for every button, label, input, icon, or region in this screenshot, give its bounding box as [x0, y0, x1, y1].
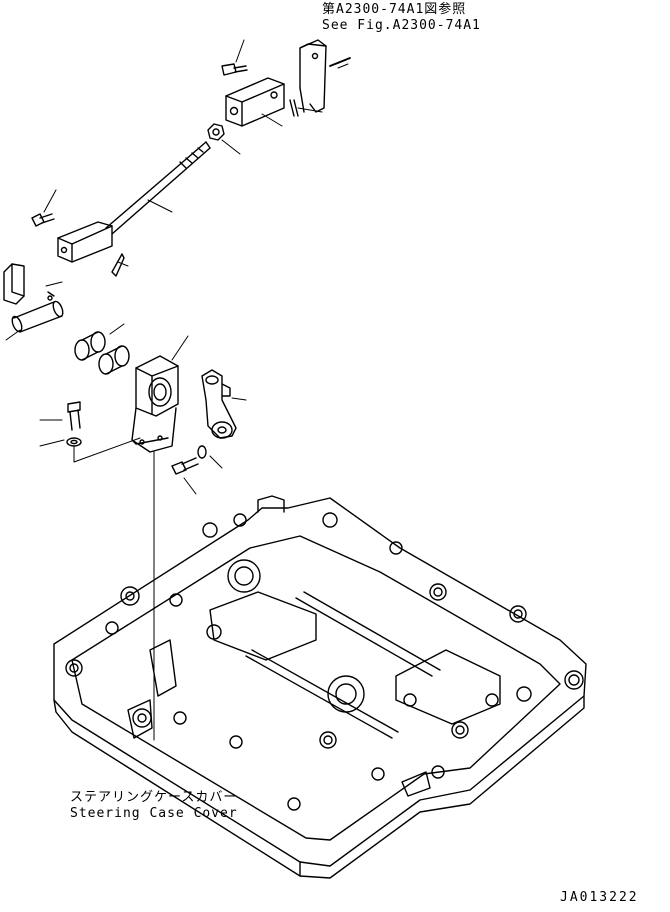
bolt-swing [171, 457, 199, 495]
washer-swing [197, 445, 223, 469]
rod-end-block [57, 221, 113, 263]
reference-label-english: See Fig.A2300-74A1 [322, 18, 481, 33]
washer-bracket [39, 437, 82, 447]
steering-case-cover [53, 495, 587, 879]
cotter-pin-middle [111, 253, 129, 277]
bolt-left [31, 189, 57, 227]
clevis-upper [225, 77, 285, 127]
bracket [131, 335, 189, 453]
bolt-bracket [39, 401, 81, 431]
bushing-1 [74, 331, 106, 361]
swing-arm [201, 369, 247, 439]
drawing-code: JA013222 [560, 890, 639, 905]
threaded-rod [105, 141, 211, 235]
lever-plate [299, 39, 351, 113]
cotter-pin-upper [289, 99, 323, 117]
reference-label-japanese: 第A2300-74A1図参照 [322, 2, 467, 17]
nut [207, 123, 241, 155]
bolt-top [221, 39, 248, 76]
assembly-label-english: Steering Case Cover [70, 806, 238, 821]
shaft-lever [3, 263, 64, 341]
assembly-label-japanese: ステアリングケースカバー [70, 790, 238, 805]
bushing-2 [98, 323, 130, 375]
